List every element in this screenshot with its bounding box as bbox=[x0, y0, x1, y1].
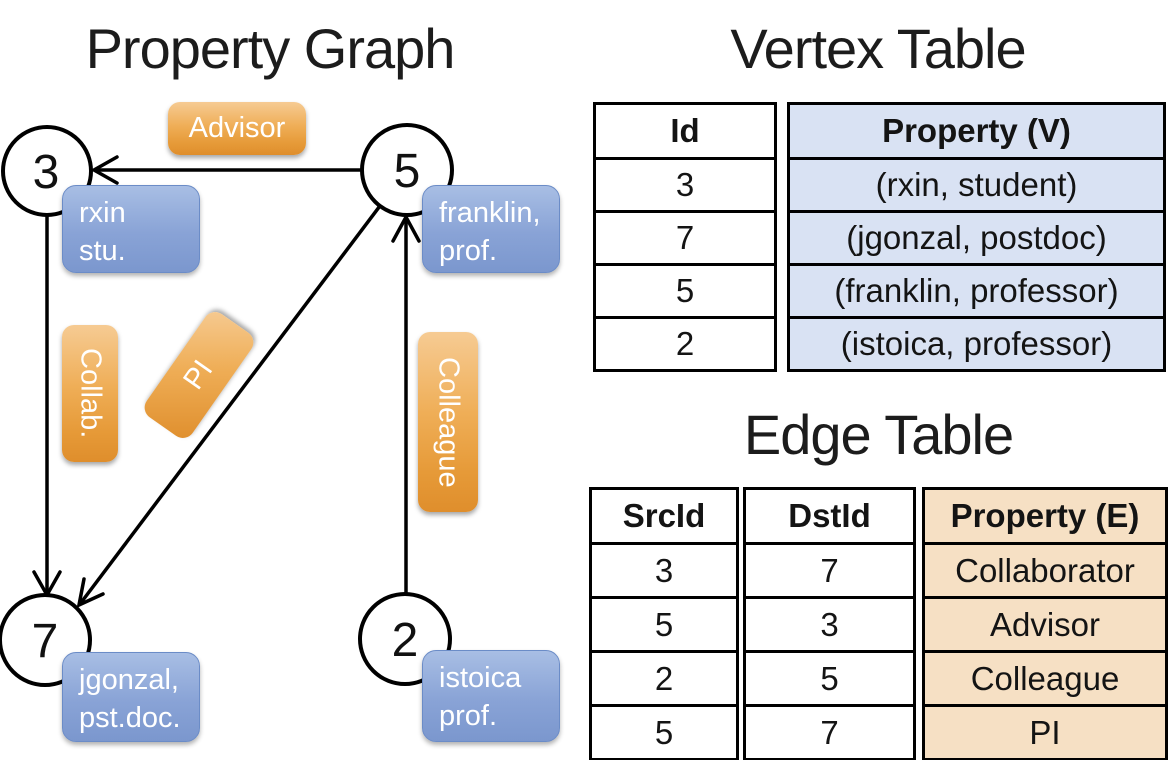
vertex-property-label-rxin: rxin stu. bbox=[62, 185, 200, 273]
vertex-table-property-column: Property (V) (rxin, student) (jgonzal, p… bbox=[787, 102, 1166, 372]
vertex-node-5-id: 5 bbox=[394, 145, 421, 198]
edge-table-header-property: Property (E) bbox=[922, 487, 1168, 545]
edge-table-title: Edge Table bbox=[743, 403, 1014, 466]
vertex-table-cell: (rxin, student) bbox=[787, 157, 1166, 213]
vertex-node-3-id: 3 bbox=[33, 146, 60, 199]
vertex-property-label-jgonzal: jgonzal, pst.doc. bbox=[62, 652, 200, 742]
edge-label-advisor: Advisor bbox=[168, 102, 306, 155]
edge-table-header-srcid: SrcId bbox=[589, 487, 739, 545]
edge-table-property-column: Property (E) Collaborator Advisor Collea… bbox=[922, 487, 1168, 760]
edge-table-header-dstid: DstId bbox=[743, 487, 916, 545]
vertex-table-cell: (istoica, professor) bbox=[787, 316, 1166, 372]
vertex-table-cell: 5 bbox=[593, 263, 777, 319]
vertex-table-header-id: Id bbox=[593, 102, 777, 160]
vertex-node-7-id: 7 bbox=[32, 615, 59, 668]
vertex-table-title: Vertex Table bbox=[730, 17, 1026, 80]
vertex-property-label-istoica: istoica prof. bbox=[422, 650, 560, 742]
edge-5-3-arrow-icon bbox=[90, 155, 119, 185]
edge-table-srcid-column: SrcId 3 5 2 5 bbox=[589, 487, 739, 760]
vertex-table-header-property: Property (V) bbox=[787, 102, 1166, 160]
edge-table-cell: 5 bbox=[589, 704, 739, 760]
edge-table-cell: 5 bbox=[589, 596, 739, 653]
vertex-table-cell: 7 bbox=[593, 210, 777, 266]
edge-table-cell: 3 bbox=[743, 596, 916, 653]
edge-label-colleague: Colleague bbox=[418, 332, 478, 512]
edge-table-cell: 7 bbox=[743, 704, 916, 760]
edge-table-cell: 7 bbox=[743, 542, 916, 599]
vertex-table-cell: (franklin, professor) bbox=[787, 263, 1166, 319]
edge-table-cell: 2 bbox=[589, 650, 739, 707]
edge-label-collab: Collab. bbox=[62, 325, 118, 462]
vertex-table-cell: (jgonzal, postdoc) bbox=[787, 210, 1166, 266]
edge-5-7-arrow-icon bbox=[76, 577, 105, 609]
edge-table-cell: PI bbox=[922, 704, 1168, 760]
edge-table-cell: Collaborator bbox=[922, 542, 1168, 599]
edge-5-7-line bbox=[78, 168, 409, 606]
vertex-table-cell: 3 bbox=[593, 157, 777, 213]
vertex-node-2-id: 2 bbox=[392, 614, 419, 667]
vertex-table-cell: 2 bbox=[593, 316, 777, 372]
edge-2-5-arrow-icon bbox=[391, 213, 421, 243]
edge-table-dstid-column: DstId 7 3 5 7 bbox=[743, 487, 916, 760]
edge-table-cell: 5 bbox=[743, 650, 916, 707]
edge-table-cell: 3 bbox=[589, 542, 739, 599]
vertex-property-label-franklin: franklin, prof. bbox=[422, 185, 560, 273]
property-graph-title: Property Graph bbox=[85, 17, 456, 80]
vertex-table-id-column: Id 3 7 5 2 bbox=[593, 102, 777, 372]
edge-table-cell: Advisor bbox=[922, 596, 1168, 653]
edge-table-cell: Colleague bbox=[922, 650, 1168, 707]
